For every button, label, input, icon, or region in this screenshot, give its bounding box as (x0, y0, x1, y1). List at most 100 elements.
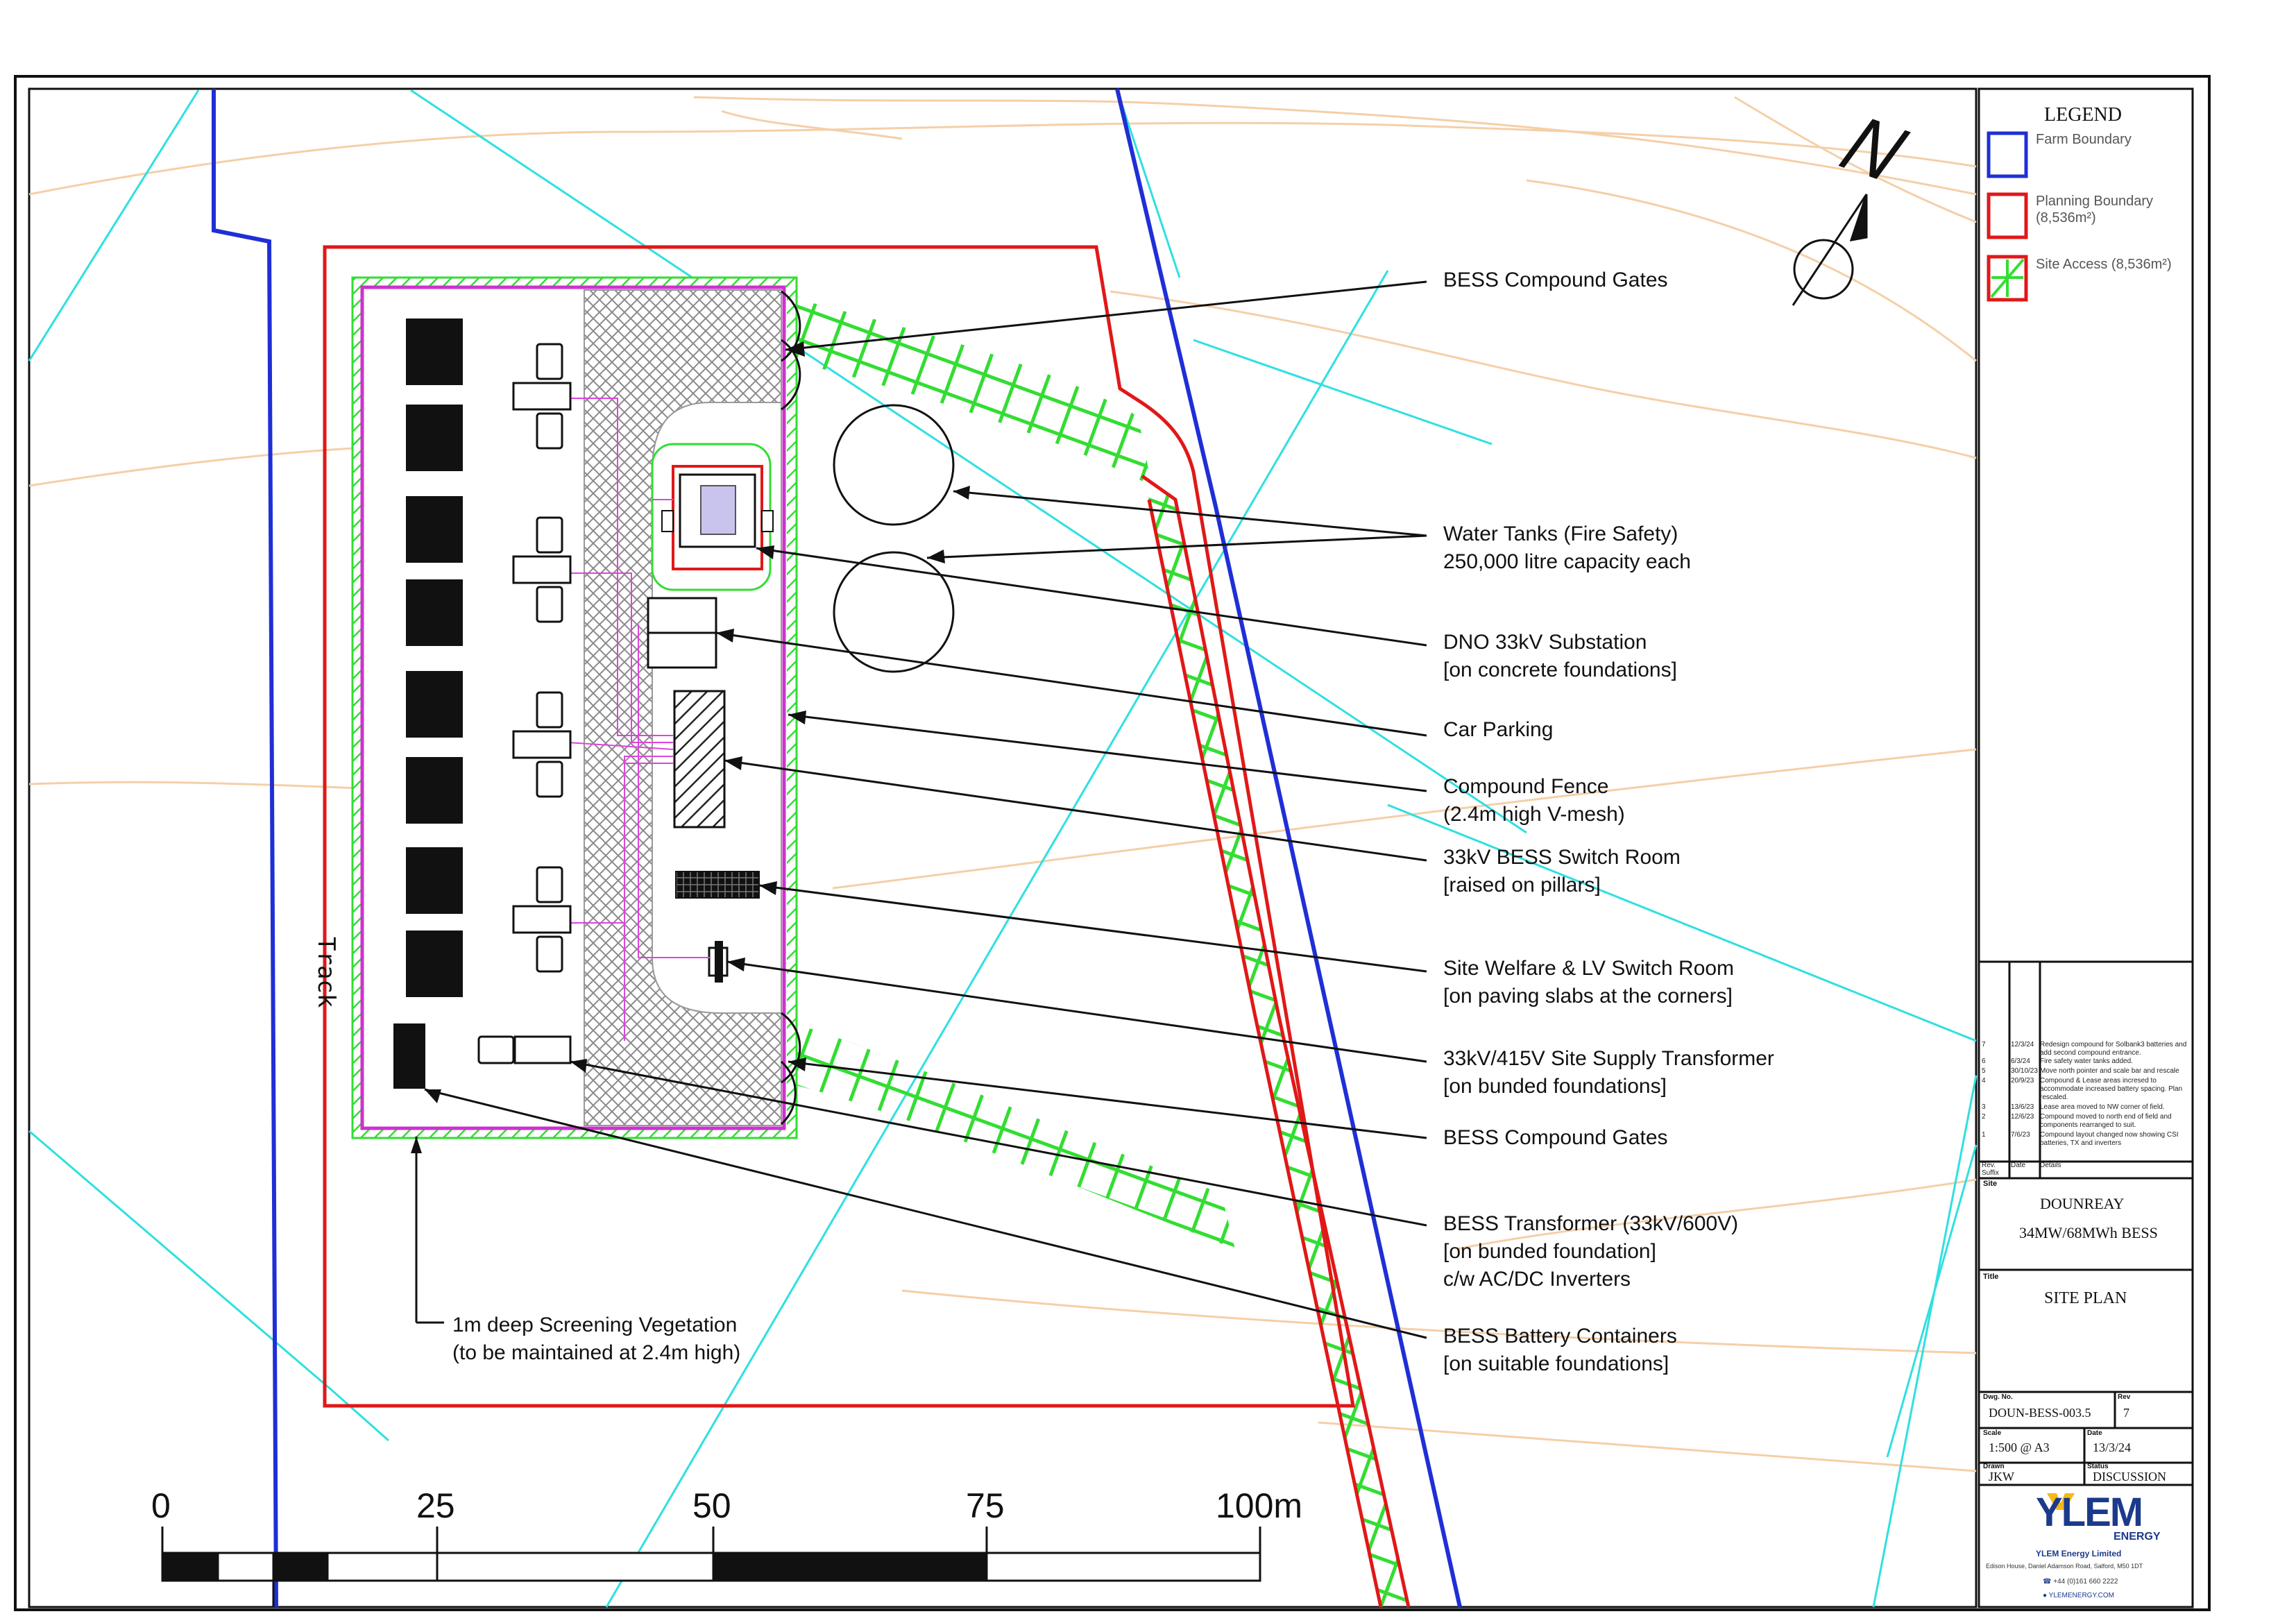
planning-boundary (323, 245, 1355, 1408)
batteries-line2: [on suitable foundations] (1443, 1352, 1669, 1375)
date-value: 13/3/24 (2093, 1441, 2132, 1454)
site-supply-transformer (708, 941, 729, 983)
revision-rev: 2 (1982, 1113, 1986, 1121)
drawing-frame (28, 87, 1978, 1608)
scale-value: 1:500 @ A3 (1989, 1441, 2050, 1454)
revision-rev: 5 (1982, 1067, 1986, 1075)
revision-details: Lease area moved to NW corner of field. (2040, 1103, 2165, 1111)
compound-gates-bottom (781, 1012, 801, 1125)
status-key: Status (2087, 1463, 2109, 1470)
contour-lines (28, 96, 1977, 1472)
revision-date: 13/6/23 (2011, 1103, 2034, 1111)
revision-date: 30/10/23 (2011, 1067, 2038, 1075)
revision-rev: 7 (1982, 1041, 1986, 1048)
revision-row: 1 7/6/23 Compound layout changed now sho… (1982, 1131, 2190, 1148)
site-access-track (783, 296, 1411, 1608)
label-battery-containers: BESS Battery Containers [on suitable fou… (1443, 1323, 1677, 1378)
site-name: DOUNREAY (2040, 1195, 2125, 1212)
water-tanks (833, 404, 955, 673)
rev-header-date: Date (2011, 1162, 2026, 1169)
welfare-line1: Site Welfare & LV Switch Room (1443, 957, 1735, 980)
fence-line2: (2.4m high V-mesh) (1443, 803, 1625, 826)
label-screening: 1m deep Screening Vegetation (to be main… (452, 1311, 740, 1367)
revisions-header: Rev. Suffix Date Details (1982, 1162, 2190, 1177)
revision-details: Redesign compound for Solbank3 batteries… (2040, 1041, 2187, 1057)
bess-switch-room (673, 690, 726, 829)
revisions-table: 7 12/3/24 Redesign compound for Solbank3… (1982, 1041, 2190, 1148)
revision-row: 6 6/3/24 Fire safety water tanks added. (1982, 1057, 2190, 1067)
drawn-value: JKW (1989, 1470, 2014, 1484)
label-supply-transformer: 33kV/415V Site Supply Transformer [on bu… (1443, 1045, 1774, 1101)
title-block-frame (1978, 87, 2194, 1608)
revision-row: 7 12/3/24 Redesign compound for Solbank3… (1982, 1041, 2190, 1057)
revision-row: 2 12/6/23 Compound moved to north end of… (1982, 1113, 2190, 1131)
site-welfare (675, 871, 760, 899)
batteries-line1: BESS Battery Containers (1443, 1325, 1677, 1348)
bess-tx-line1: BESS Transformer (33kV/600V) (1443, 1212, 1739, 1235)
supply-tx-line2: [on bunded foundations] (1443, 1075, 1667, 1098)
map-area (28, 88, 1978, 1608)
phone-icon: ☎ (2043, 1578, 2052, 1586)
welfare-line2: [on paving slabs at the corners] (1443, 985, 1733, 1008)
farm-boundary (212, 88, 1462, 1608)
scale-label-0: 0 (151, 1486, 171, 1525)
web-icon: ● (2043, 1592, 2048, 1599)
legend-planning-boundary: Planning Boundary (8,536m²) (2036, 193, 2153, 226)
date-key: Date (2087, 1429, 2102, 1437)
rev-value: 7 (2123, 1406, 2129, 1420)
fence-line1: Compound Fence (1443, 775, 1609, 798)
revision-details: Fire safety water tanks added. (2040, 1057, 2133, 1065)
cable-runs (567, 398, 711, 1041)
revision-rev: 3 (1982, 1103, 1986, 1111)
ylem-logo-mark (2047, 1493, 2075, 1510)
battery-containers (393, 318, 463, 1089)
revision-date: 7/6/23 (2011, 1131, 2030, 1139)
outer-border (14, 75, 2211, 1611)
water-tanks-line1: Water Tanks (Fire Safety) (1443, 522, 1678, 545)
supply-tx-line1: 33kV/415V Site Supply Transformer (1443, 1047, 1774, 1070)
company-name: YLEM Energy Limited (2036, 1549, 2122, 1558)
company-address: Edison House, Daniel Adamson Road, Salfo… (1986, 1563, 2143, 1570)
revision-date: 6/3/24 (2011, 1057, 2030, 1065)
revision-row: 3 13/6/23 Lease area moved to NW corner … (1982, 1103, 2190, 1113)
planning-boundary-swatch (1987, 192, 2028, 239)
dwg-key: Dwg. No. (1983, 1393, 2013, 1401)
leader-arrowheads (411, 341, 970, 1153)
legend-planning-line1: Planning Boundary (2036, 194, 2154, 209)
legend-planning-line2: (8,536m²) (2036, 210, 2096, 226)
revision-details: Move north pointer and scale bar and res… (2040, 1067, 2179, 1075)
label-gates-bottom: BESS Compound Gates (1443, 1126, 1668, 1149)
revision-row: 4 20/9/23 Compound & Lease areas increse… (1982, 1077, 2190, 1103)
bess-tx-line3: c/w AC/DC Inverters (1443, 1268, 1631, 1291)
label-car-parking: Car Parking (1443, 718, 1554, 741)
legend-swatches (1987, 131, 2028, 302)
legend-site-access: Site Access (8,536m²) (2036, 257, 2172, 272)
north-arrow-icon (1792, 194, 1868, 306)
rev-header-details: Details (2040, 1162, 2061, 1169)
label-site-welfare: Site Welfare & LV Switch Room [on paving… (1443, 955, 1734, 1010)
title-key: Title (1983, 1273, 1999, 1281)
label-gates-top: BESS Compound Gates (1443, 269, 1668, 291)
leader-lines (415, 280, 1427, 1339)
bess-tx-line2: [on bunded foundation] (1443, 1240, 1656, 1263)
screening-line2: (to be maintained at 2.4m high) (452, 1341, 741, 1364)
status-value: DISCUSSION (2093, 1470, 2167, 1484)
revision-date: 20/9/23 (2011, 1077, 2034, 1085)
revision-date: 12/6/23 (2011, 1113, 2034, 1121)
legend-farm-boundary: Farm Boundary (2036, 132, 2132, 147)
scale-label-25: 25 (416, 1486, 455, 1525)
switch-room-line2: [raised on pillars] (1443, 874, 1601, 897)
legend-title: LEGEND (2044, 104, 2122, 126)
compound-gates-top (781, 290, 801, 411)
revision-rev: 6 (1982, 1057, 1986, 1065)
dno-substation (651, 443, 774, 591)
revision-rev: 1 (1982, 1131, 1986, 1139)
company-phone: ☎ +44 (0)161 660 2222 (2043, 1578, 2118, 1586)
bess-transformers (477, 343, 572, 1064)
scale-label-75: 75 (966, 1486, 1005, 1525)
label-bess-transformer: BESS Transformer (33kV/600V) [on bunded … (1443, 1210, 1738, 1293)
company-web: ● YLEMENERGY.COM (2043, 1592, 2114, 1599)
site-key: Site (1983, 1180, 1998, 1188)
project-name: 34MW/68MWh BESS (2019, 1224, 2158, 1241)
